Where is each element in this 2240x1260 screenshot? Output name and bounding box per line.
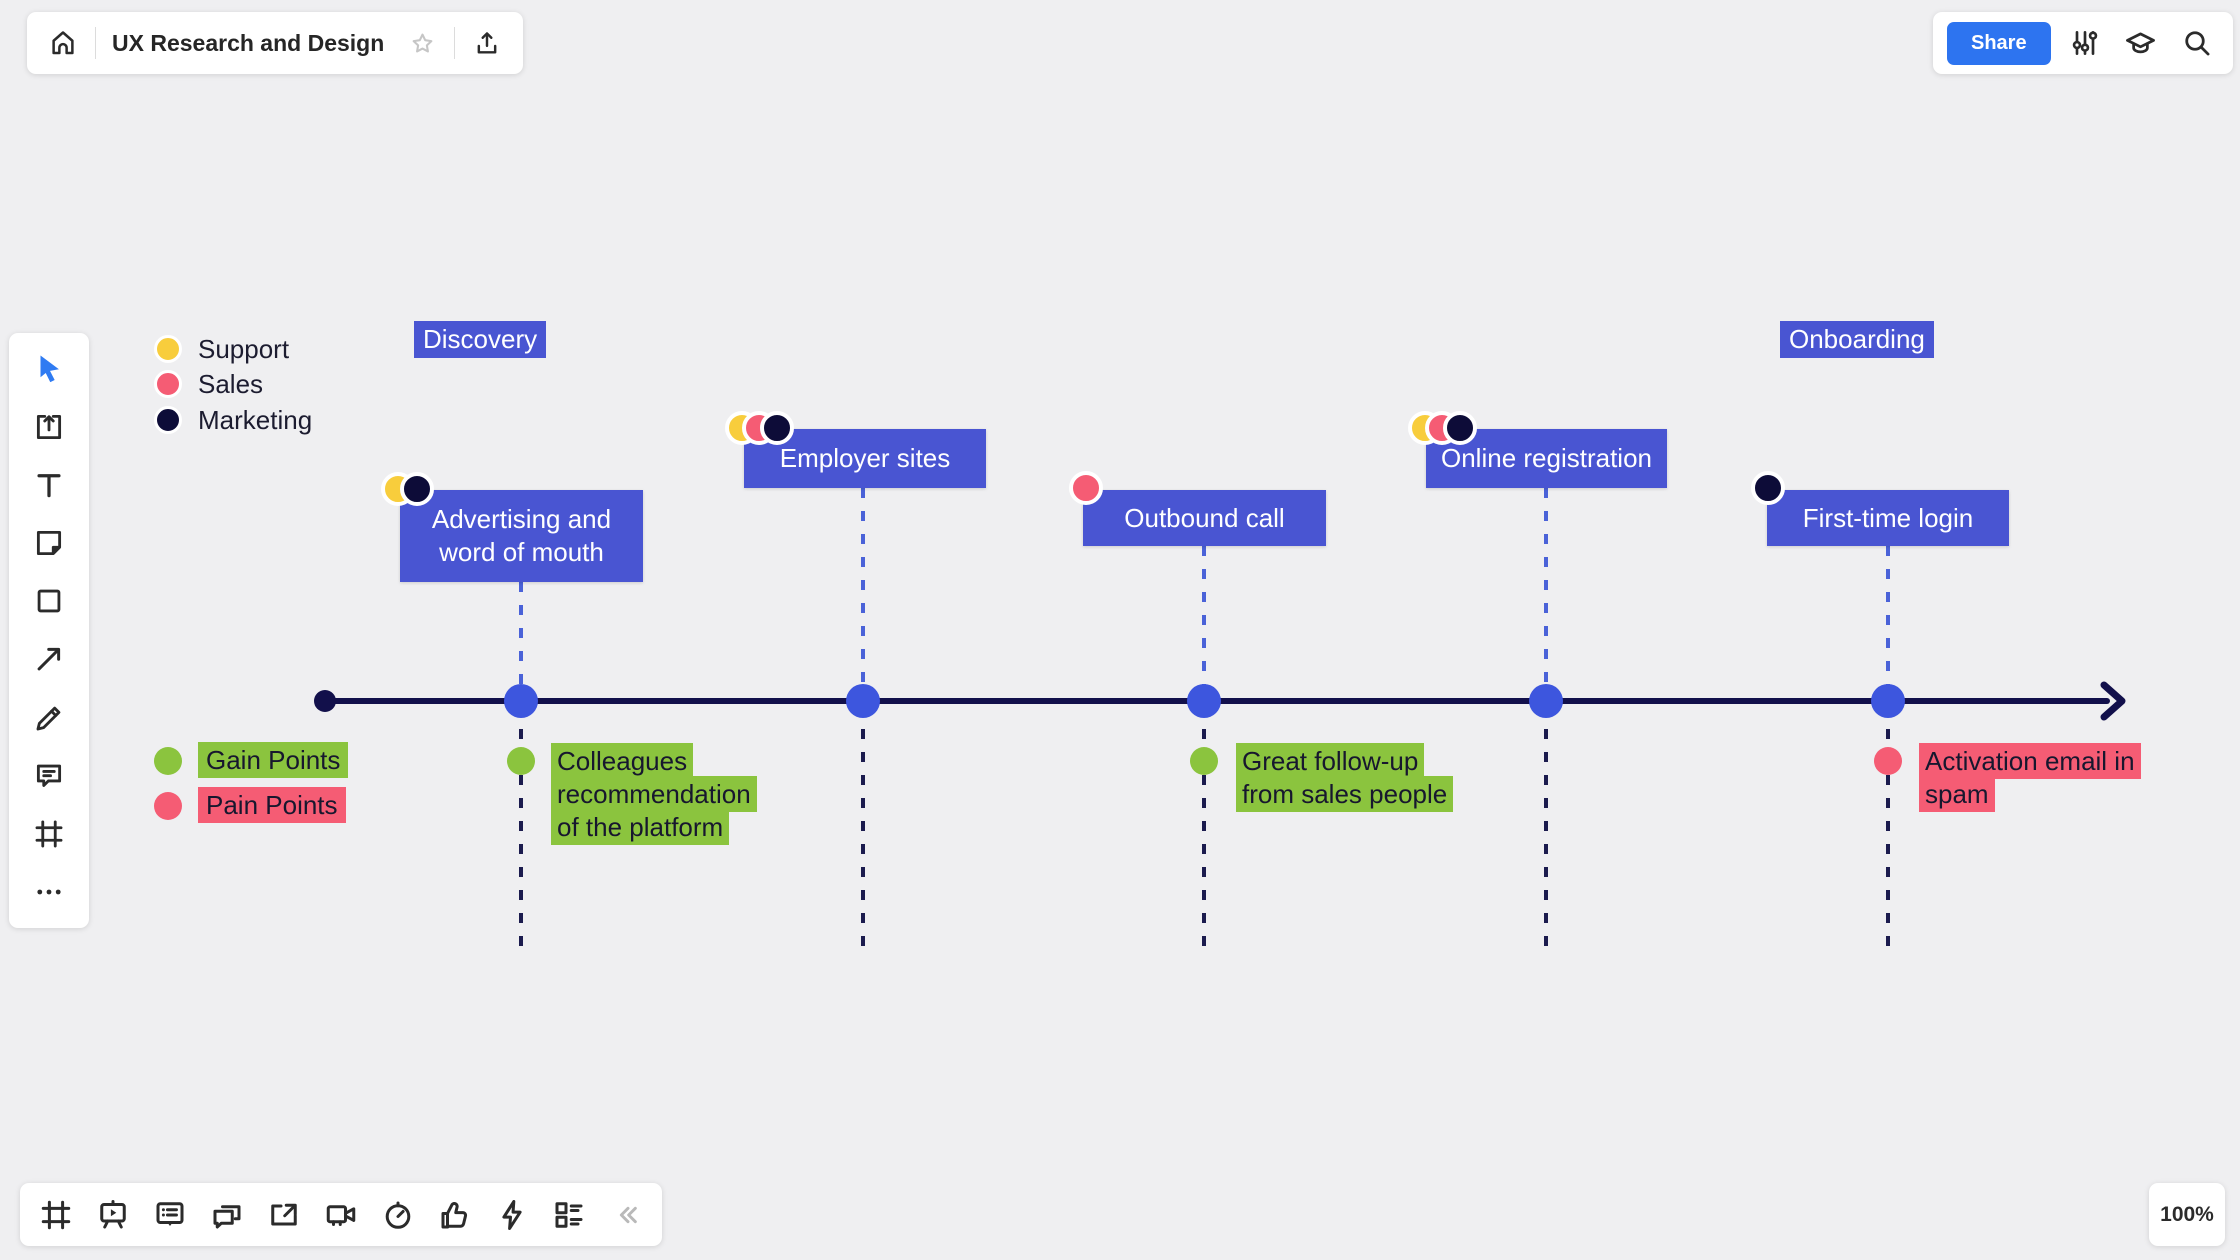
- cards-icon[interactable]: [547, 1193, 591, 1237]
- select-tool-icon[interactable]: [27, 347, 71, 391]
- board-title[interactable]: UX Research and Design: [112, 29, 385, 56]
- shape-tool-icon[interactable]: [27, 579, 71, 623]
- connector-dashed: [1544, 488, 1548, 698]
- comment-tool-icon[interactable]: [27, 754, 71, 798]
- connector-dashed: [1202, 546, 1206, 698]
- settings-sliders-icon[interactable]: [2063, 21, 2107, 65]
- header-divider: [95, 27, 96, 59]
- learning-icon[interactable]: [2119, 21, 2163, 65]
- gain-key-label[interactable]: Gain Points: [198, 742, 349, 778]
- frame-icon[interactable]: [34, 1193, 78, 1237]
- legend-dot-support[interactable]: [154, 335, 182, 363]
- timeline-arrowhead: [2100, 681, 2126, 721]
- phase-label-discovery[interactable]: Discovery: [414, 321, 547, 358]
- gain-note-dot[interactable]: [507, 747, 535, 775]
- timer-icon[interactable]: [376, 1193, 420, 1237]
- bottom-toolbar: [20, 1183, 662, 1246]
- text-tool-icon[interactable]: [27, 463, 71, 507]
- connector-dashed: [1886, 546, 1890, 698]
- frame-tool-icon[interactable]: [27, 812, 71, 856]
- legend-dot-sales[interactable]: [154, 370, 182, 398]
- header-divider: [454, 27, 456, 59]
- collapse-icon[interactable]: [604, 1193, 648, 1237]
- chat-icon[interactable]: [205, 1193, 249, 1237]
- quick-actions-icon[interactable]: [490, 1193, 534, 1237]
- reactions-icon[interactable]: [433, 1193, 477, 1237]
- pen-tool-icon[interactable]: [27, 696, 71, 740]
- milestone-box[interactable]: Employer sites: [744, 429, 986, 488]
- export-icon[interactable]: [465, 21, 509, 65]
- header-right-card: Share: [1933, 12, 2233, 74]
- templates-tool-icon[interactable]: [27, 405, 71, 449]
- star-icon[interactable]: [400, 21, 444, 65]
- milestone-dot[interactable]: [504, 684, 538, 718]
- more-tools-icon[interactable]: [27, 870, 71, 914]
- legend-label-support[interactable]: Support: [198, 334, 290, 364]
- header-left-card: UX Research and Design: [27, 12, 524, 74]
- connector-dashed: [861, 488, 865, 698]
- gain-note-dot[interactable]: [1190, 747, 1218, 775]
- tag-dot-marketing[interactable]: [1443, 411, 1477, 445]
- share-screen-icon[interactable]: [262, 1193, 306, 1237]
- milestone-box[interactable]: First-time login: [1767, 490, 2009, 546]
- milestone-dot[interactable]: [1529, 684, 1563, 718]
- search-icon[interactable]: [2175, 21, 2219, 65]
- gain-note[interactable]: Great follow-up from sales people: [1236, 743, 1486, 812]
- left-toolbar: [9, 333, 89, 928]
- presentation-icon[interactable]: [91, 1193, 135, 1237]
- arrow-tool-icon[interactable]: [27, 637, 71, 681]
- tag-dot-marketing[interactable]: [1751, 471, 1785, 505]
- home-icon[interactable]: [41, 21, 85, 65]
- share-button[interactable]: Share: [1947, 21, 2051, 65]
- sticky-note-tool-icon[interactable]: [27, 521, 71, 565]
- milestone-box[interactable]: Advertising and word of mouth: [400, 490, 643, 582]
- pain-note-dot[interactable]: [1874, 747, 1902, 775]
- connector-dashed: [519, 582, 523, 698]
- milestone-dot[interactable]: [1871, 684, 1905, 718]
- legend-label-sales[interactable]: Sales: [198, 369, 264, 399]
- legend-dot-marketing[interactable]: [154, 406, 182, 434]
- tag-dot-marketing[interactable]: [760, 411, 794, 445]
- pain-key-label[interactable]: Pain Points: [198, 787, 346, 823]
- connector-dashed: [1886, 706, 1890, 958]
- video-camera-icon[interactable]: [319, 1193, 363, 1237]
- gain-note[interactable]: Colleagues recommendation of the platfor…: [551, 743, 801, 845]
- connector-dashed: [519, 706, 523, 958]
- connector-dashed: [1544, 706, 1548, 958]
- milestone-box[interactable]: Outbound call: [1083, 490, 1326, 546]
- phase-label-onboarding[interactable]: Onboarding: [1780, 321, 1934, 358]
- tag-dot-marketing[interactable]: [400, 472, 434, 506]
- tag-dot-sales[interactable]: [1069, 471, 1103, 505]
- connector-dashed: [1202, 706, 1206, 958]
- pain-key-dot[interactable]: [154, 792, 182, 820]
- connector-dashed: [861, 706, 865, 958]
- pain-note[interactable]: Activation email in spam: [1919, 743, 2189, 812]
- timeline-start-dot: [314, 690, 336, 712]
- milestone-dot[interactable]: [846, 684, 880, 718]
- zoom-level-badge[interactable]: 100%: [2149, 1183, 2225, 1246]
- notes-icon[interactable]: [148, 1193, 192, 1237]
- milestone-dot[interactable]: [1187, 684, 1221, 718]
- gain-key-dot[interactable]: [154, 747, 182, 775]
- legend-label-marketing[interactable]: Marketing: [198, 405, 313, 435]
